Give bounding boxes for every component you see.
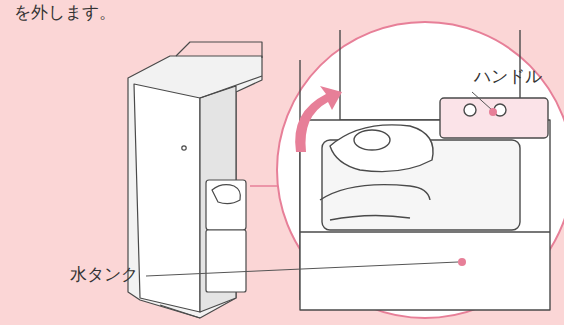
leader-dot (458, 258, 466, 266)
device-figure (128, 42, 262, 318)
part-name: ハンドル (474, 66, 542, 86)
lift-arrow (295, 86, 342, 152)
zoom-circle (277, 22, 564, 318)
zoom-detail (300, 30, 550, 310)
leader-dot (489, 108, 497, 116)
leader-line (472, 92, 492, 110)
part-name: 水タンク (70, 264, 138, 284)
zoom-link (250, 185, 278, 187)
instruction-text: を外します。 (14, 2, 116, 22)
leader-line (146, 262, 458, 276)
